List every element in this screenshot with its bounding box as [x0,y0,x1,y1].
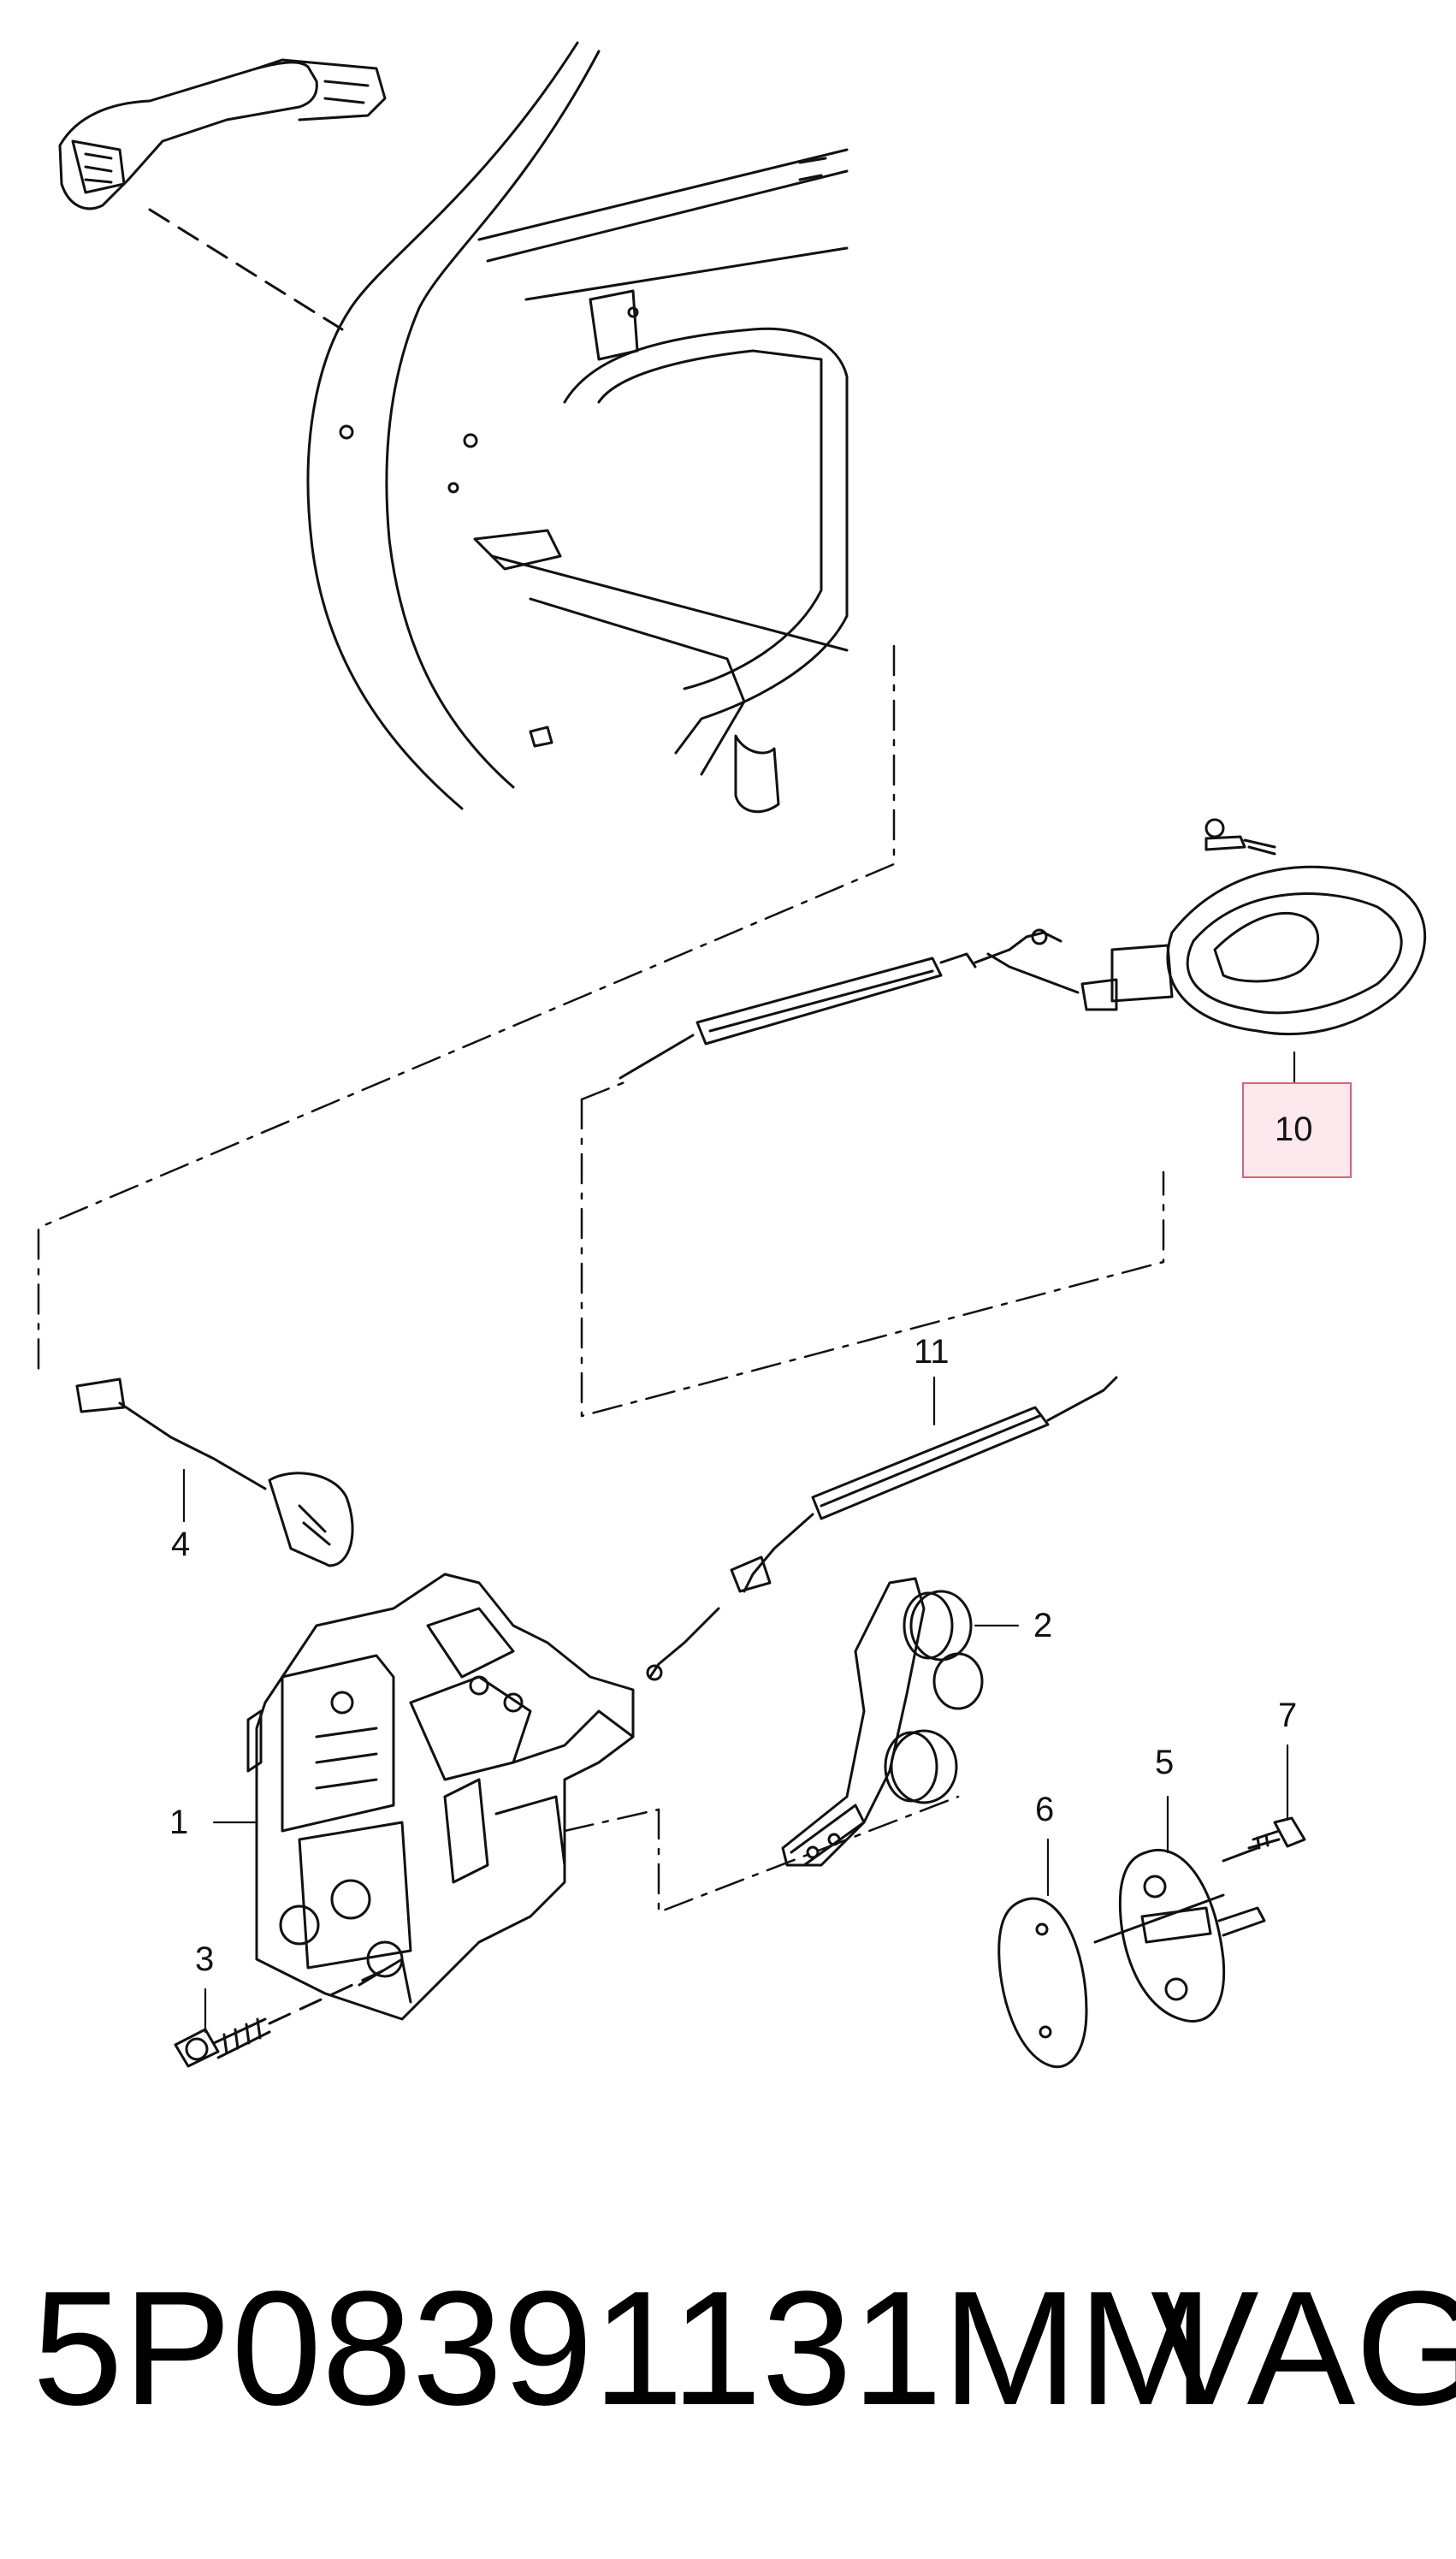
callout-leaders [182,1051,1296,2034]
callout-3: 3 [195,1940,215,1978]
exploded-parts-diagram [37,41,1427,2069]
callout-10: 10 [1275,1111,1313,1148]
plate-6 [997,1897,1088,2069]
cable-lower [646,1376,1118,1681]
wiring-harness [75,1377,354,1567]
screw-7 [1222,1816,1306,1863]
inner-door-handle [1080,818,1427,1036]
callout-5: 5 [1155,1744,1175,1781]
door-frame [306,41,849,814]
outer-door-handle [58,58,387,210]
outer-handle-leader [148,208,344,331]
callout-10-highlight [1242,1082,1352,1178]
callout-6: 6 [1035,1791,1055,1828]
callout-4: 4 [171,1525,191,1563]
assembly-dash-lines [37,644,1165,1914]
hinge-bracket [781,1577,984,1867]
part-number-footer: 5P08391131MM VAG [0,2259,1456,2455]
part-number: 5P08391131MM [33,2258,1214,2439]
screw-3 [174,1966,391,2068]
callout-1: 1 [169,1804,189,1841]
door-lock [246,1573,635,2021]
brand-label: VAG [1151,2258,1456,2439]
callout-2: 2 [1033,1607,1053,1644]
callout-7: 7 [1278,1697,1298,1734]
callout-11: 11 [914,1333,950,1371]
cable-upper [619,928,1080,1080]
striker-plate [1093,1848,1266,2023]
